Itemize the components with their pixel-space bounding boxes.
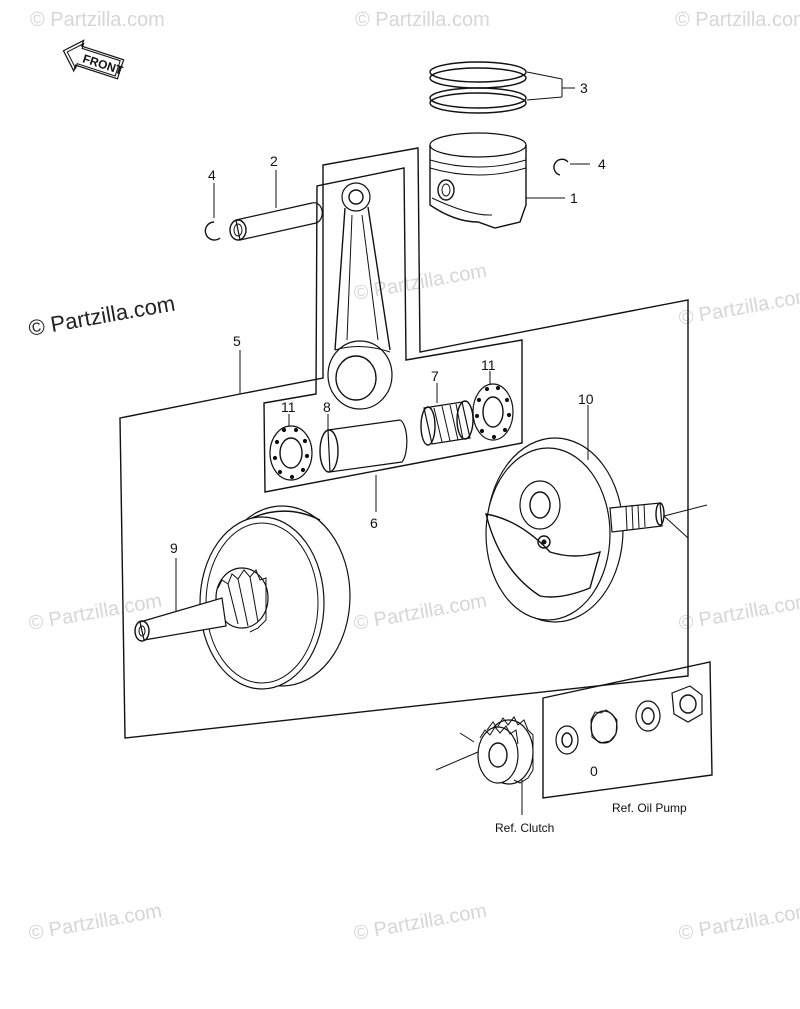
watermark-main: © Partzilla.com (27, 291, 177, 341)
crankshaft-assembly-outline: 5 (119, 147, 689, 739)
crank-pin: 8 (319, 399, 408, 473)
callout-4-left: 4 (208, 167, 216, 183)
watermark: © Partzilla.com (27, 900, 164, 945)
callout-3: 3 (580, 80, 588, 96)
callout-9: 9 (170, 540, 178, 556)
thrust-washer-right: 11 (472, 357, 514, 441)
needle-bearing: 7 (420, 368, 474, 446)
callout-11-left: 11 (281, 399, 296, 415)
circlip-right: 4 (553, 156, 606, 176)
callout-5: 5 (233, 333, 241, 349)
watermark: © Partzilla.com (352, 900, 489, 945)
ref-oil-pump-label: Ref. Oil Pump (612, 801, 687, 815)
ref-clutch-label: Ref. Clutch (495, 821, 554, 835)
thrust-washer-left: 11 (269, 399, 313, 481)
front-arrow-icon: FRONT (62, 39, 125, 80)
oil-pump-parts: 0 Ref. Oil Pump (542, 661, 713, 815)
crank-flywheel-left: 9 (134, 505, 351, 690)
piston: 1 (429, 132, 578, 229)
connecting-rod-assembly-outline: 6 (263, 167, 523, 531)
callout-11-right: 11 (481, 357, 496, 373)
watermark: © Partzilla.com (30, 9, 165, 31)
callout-7: 7 (431, 368, 439, 384)
watermark: © Partzilla.com (677, 590, 800, 635)
callout-2: 2 (270, 153, 278, 169)
watermark: © Partzilla.com (677, 285, 800, 330)
callout-8: 8 (323, 399, 331, 415)
callout-0: 0 (590, 763, 598, 779)
callout-6: 6 (370, 515, 378, 531)
watermark: © Partzilla.com (675, 9, 800, 31)
clutch-gear: Ref. Clutch (435, 716, 554, 835)
callout-1: 1 (570, 190, 578, 206)
watermark: © Partzilla.com (677, 900, 800, 945)
callout-10: 10 (578, 391, 594, 407)
connecting-rod (327, 182, 393, 410)
piston-pin-group: 4 2 (204, 153, 323, 241)
callout-4-right: 4 (598, 156, 606, 172)
piston-rings: 3 (429, 61, 588, 114)
crank-flywheel-right: 10 (485, 391, 708, 623)
watermark: © Partzilla.com (352, 590, 489, 635)
watermark: © Partzilla.com (355, 9, 490, 31)
